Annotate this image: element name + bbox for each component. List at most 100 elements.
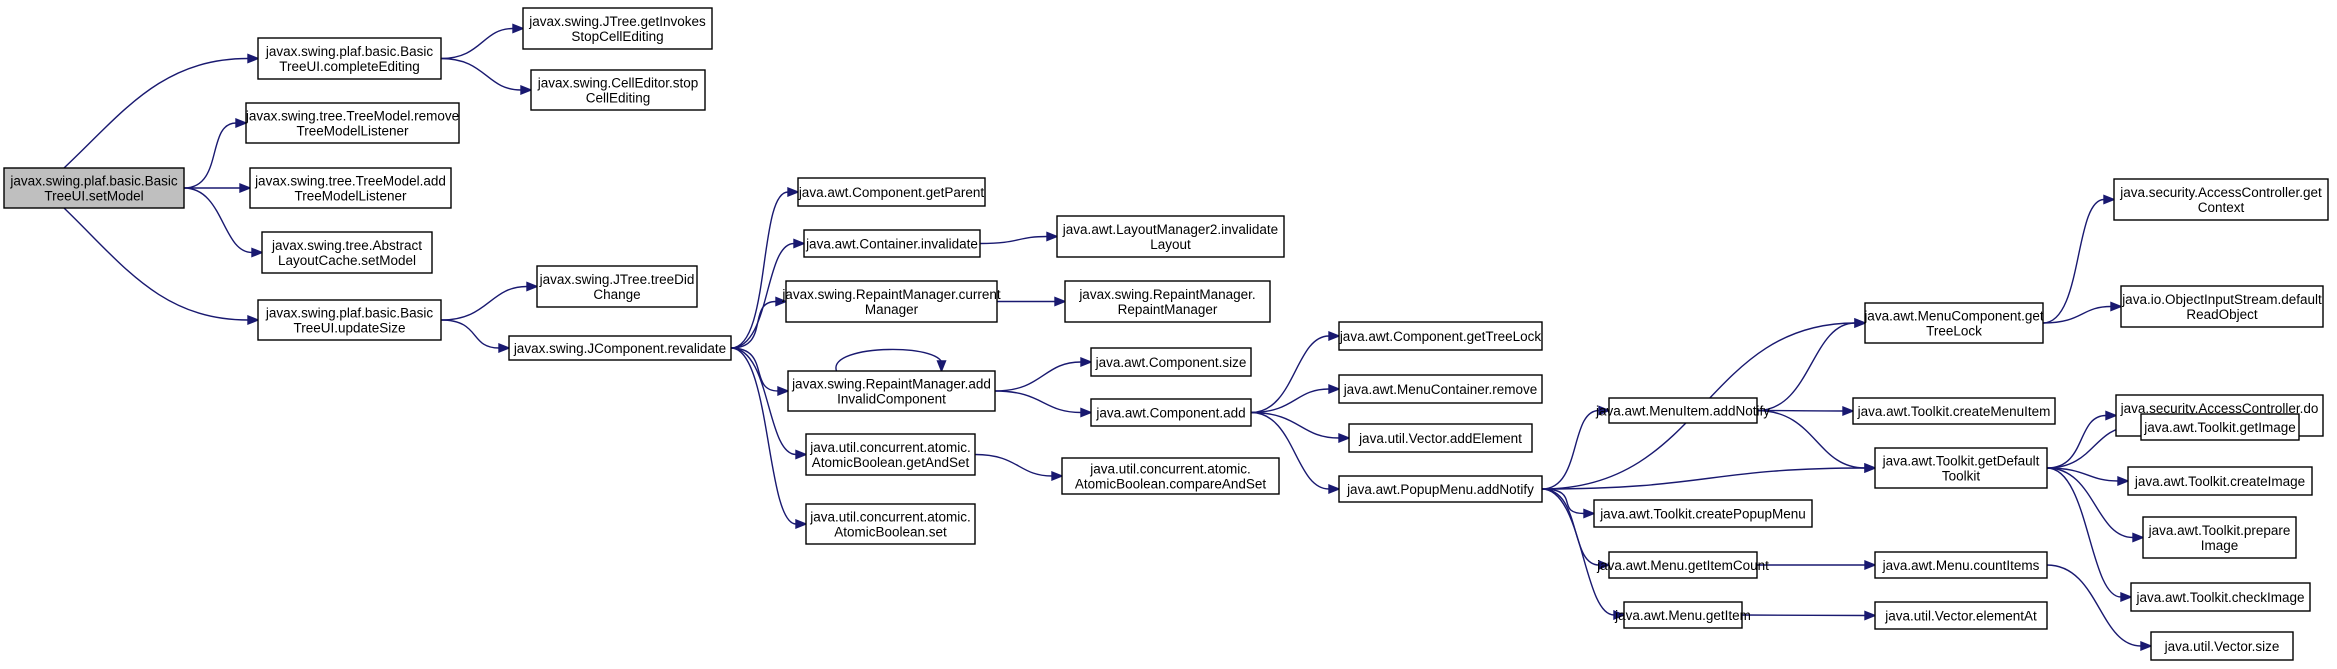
edge-compAdd-to-mcRemove [1250,383,1341,414]
node-menuItemAddNotify[interactable]: java.awt.MenuItem.addNotify [1595,397,1770,424]
node-label: AtomicBoolean.getAndSet [812,455,970,470]
node-box [522,7,713,50]
edge-menuItemAddNotify-to-tkCreateMenuItem [1756,405,1855,417]
node-label: AtomicBoolean.set [834,525,947,540]
node-box [1874,447,2048,489]
node-label: javax.swing.RepaintManager.add [791,377,991,392]
node-label: java.util.concurrent.atomic. [1089,462,1251,477]
edge-menuCountItems-to-vecSize [2046,564,2153,652]
node-label: java.awt.Toolkit.checkImage [2135,590,2304,605]
node-tkCreateImage[interactable]: java.awt.Toolkit.createImage [2127,466,2313,496]
node-getInvokes[interactable]: javax.swing.JTree.getInvokesStopCellEdit… [522,7,713,50]
edge-compAdd-to-vecAddElement [1250,411,1351,444]
node-box [785,280,998,323]
node-getParent[interactable]: java.awt.Component.getParent [797,177,986,207]
node-acGetContext[interactable]: java.security.AccessController.getContex… [2113,178,2329,221]
node-compAdd[interactable]: java.awt.Component.add [1090,398,1252,427]
node-compSize[interactable]: java.awt.Component.size [1090,347,1252,377]
node-label: java.awt.MenuContainer.remove [1343,382,1538,397]
node-box [1874,601,2048,630]
node-label: java.awt.Toolkit.getDefault [1882,454,2040,469]
node-box [2140,413,2300,441]
node-label: java.awt.MenuItem.addNotify [1595,404,1770,419]
node-box [245,102,460,144]
node-vecElementAt[interactable]: java.util.Vector.elementAt [1874,601,2048,630]
node-revalidate[interactable]: javax.swing.JComponent.revalidate [508,335,732,361]
node-tkCheckImage[interactable]: java.awt.Toolkit.checkImage [2130,582,2311,612]
node-box [1348,423,1533,453]
node-abGetAndSet[interactable]: java.util.concurrent.atomic.AtomicBoolea… [805,433,976,476]
node-containerInvalidate[interactable]: java.awt.Container.invalidate [803,229,981,258]
edge-tkGetDefault-to-tkCheckImage [2046,467,2133,603]
node-label: InvalidComponent [837,392,946,407]
node-label: java.util.Vector.size [2164,639,2280,654]
node-rmAddInvalid[interactable]: javax.swing.RepaintManager.addInvalidCom… [787,370,996,412]
edge-revalidate-to-containerInvalidate [730,238,806,349]
edge-mcGetTreeLock-to-oisDefaultRead [2042,301,2123,324]
edge-setModel-to-updateSize [63,207,260,326]
node-label: TreeModelListener [296,124,409,139]
node-alcSetModel[interactable]: javax.swing.tree.AbstractLayoutCache.set… [261,231,433,274]
node-completeEditing[interactable]: javax.swing.plaf.basic.BasicTreeUI.compl… [257,37,442,80]
node-mcGetTreeLock[interactable]: java.awt.MenuComponent.getTreeLock [1863,302,2044,344]
edge-revalidate-to-abGetAndSet [730,347,808,460]
edge-abGetAndSet-to-abCompareAndSet [974,453,1064,482]
node-box [530,69,706,111]
node-label: ReadObject [2186,307,2258,322]
node-oisDefaultRead[interactable]: java.io.ObjectInputStream.defaultReadObj… [2120,285,2324,328]
node-menuGetItem[interactable]: java.awt.Menu.getItem [1614,601,1751,629]
edge-rmAddInvalid-to-compSize [994,356,1093,392]
node-label: javax.swing.tree.TreeModel.add [254,174,446,189]
node-label: Context [2198,200,2245,215]
node-tkCreateMenuItem[interactable]: java.awt.Toolkit.createMenuItem [1852,397,2056,425]
node-getTreeLock[interactable]: java.awt.Component.getTreeLock [1338,321,1543,351]
node-rmCurrent[interactable]: javax.swing.RepaintManager.currentManage… [781,280,1001,323]
node-tmAdd[interactable]: javax.swing.tree.TreeModel.addTreeModelL… [249,167,452,209]
node-label: java.awt.Container.invalidate [805,237,978,252]
node-label: LayoutCache.setModel [278,253,416,268]
node-label: java.awt.Toolkit.getImage [2143,420,2296,435]
node-setModel[interactable]: javax.swing.plaf.basic.BasicTreeUI.setMo… [3,167,185,209]
node-popupAddNotify[interactable]: java.awt.PopupMenu.addNotify [1338,475,1543,503]
edge-popupAddNotify-to-tkCreatePopup [1541,488,1596,519]
node-tkCreatePopup[interactable]: java.awt.Toolkit.createPopupMenu [1593,499,1813,528]
node-tmRemove[interactable]: javax.swing.tree.TreeModel.removeTreeMod… [245,102,460,144]
node-tkGetImage[interactable]: java.awt.Toolkit.getImage [2140,413,2300,441]
node-abCompareAndSet[interactable]: java.util.concurrent.atomic.AtomicBoolea… [1061,457,1280,495]
edge-menuItemAddNotify-to-mcGetTreeLock [1756,317,1867,412]
edge-tkGetDefault-to-acDoPrivileged [2046,410,2118,469]
node-label: java.util.Vector.elementAt [1884,609,2037,624]
node-label: java.awt.PopupMenu.addNotify [1346,482,1534,497]
node-rmCtor[interactable]: javax.swing.RepaintManager.RepaintManage… [1064,280,1271,323]
node-label: javax.swing.JTree.treeDid [539,272,695,287]
node-label: java.util.concurrent.atomic. [809,440,971,455]
node-box [2120,285,2324,328]
edge-rmAddInvalid-to-compAdd [994,390,1093,418]
node-mcRemove[interactable]: java.awt.MenuContainer.remove [1338,374,1543,404]
node-vecAddElement[interactable]: java.util.Vector.addElement [1348,423,1533,453]
edge-revalidate-to-rmAddInvalid [730,347,790,397]
node-vecSize[interactable]: java.util.Vector.size [2150,631,2294,661]
node-label: CellEditing [586,91,651,106]
node-label: java.awt.Menu.getItemCount [1596,558,1769,573]
node-updateSize[interactable]: javax.swing.plaf.basic.BasicTreeUI.updat… [257,299,442,341]
node-menuCountItems[interactable]: java.awt.Menu.countItems [1874,551,2048,579]
node-menuGetItemCount[interactable]: java.awt.Menu.getItemCount [1596,551,1769,579]
node-box [2150,631,2294,661]
node-box [249,167,452,209]
node-label: Change [593,287,640,302]
node-label: Image [2201,538,2239,553]
node-box [2130,582,2311,612]
edge-popupAddNotify-to-menuGetItem [1541,488,1626,621]
node-label: Manager [865,302,919,317]
node-label: java.awt.Toolkit.createImage [2134,474,2305,489]
edge-revalidate-to-abSet [730,347,808,530]
edge-setModel-to-tmAdd [184,182,252,194]
node-abSet[interactable]: java.util.concurrent.atomic.AtomicBoolea… [805,503,976,545]
